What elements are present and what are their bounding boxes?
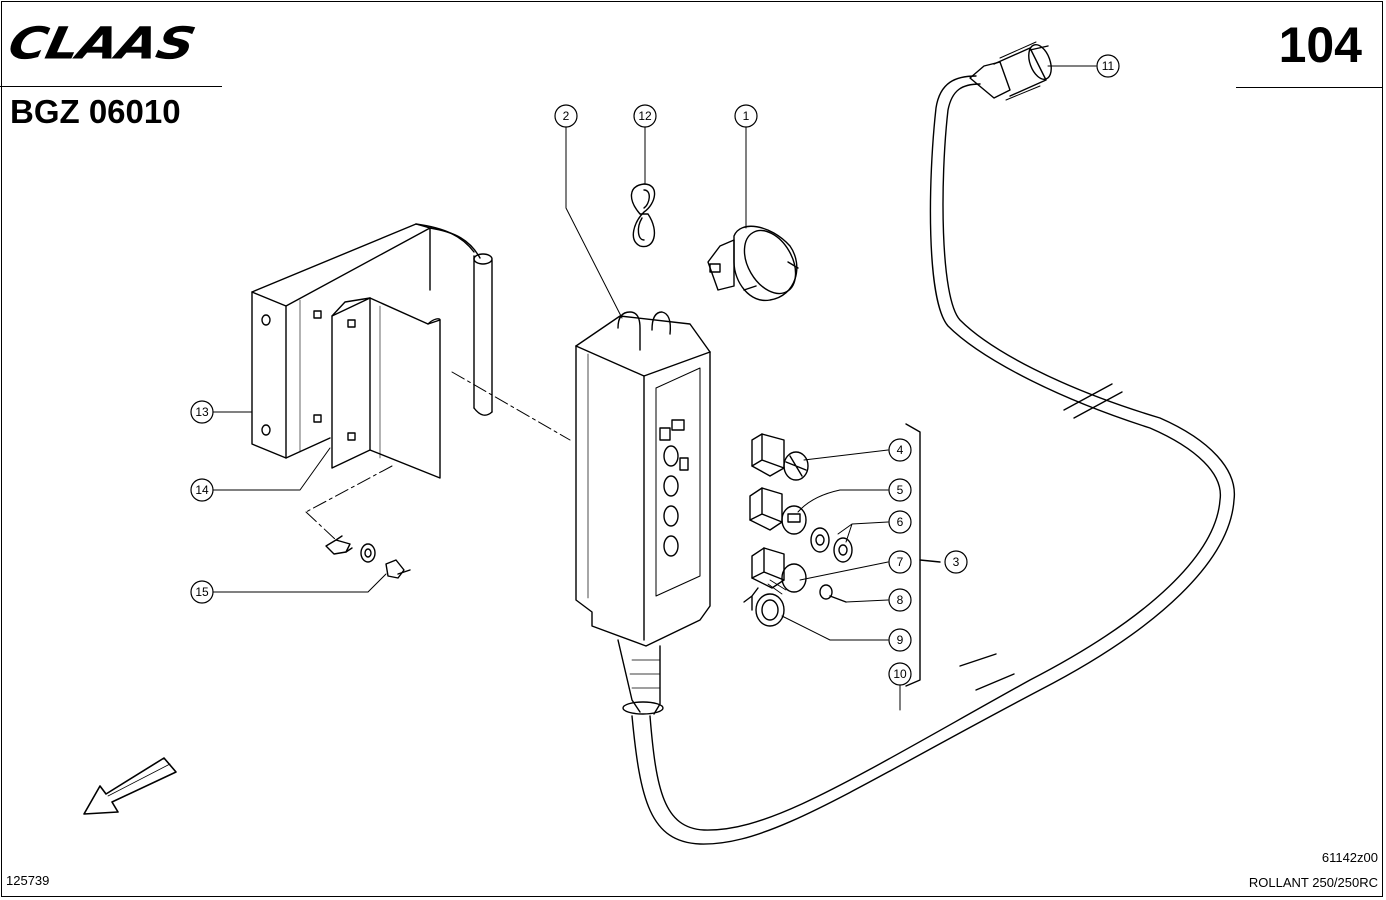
- callout-8: 8: [888, 588, 912, 612]
- callout-15: 15: [190, 580, 214, 604]
- callout-label: 11: [1102, 59, 1115, 73]
- model-name: ROLLANT 250/250RC: [1248, 875, 1378, 890]
- callout-label: 9: [897, 633, 904, 647]
- washers-6: [810, 527, 853, 563]
- callout-label: 13: [195, 405, 209, 419]
- callout-2: 2: [554, 104, 578, 128]
- callout-3: 3: [944, 550, 968, 574]
- pushbutton-7: [751, 547, 807, 595]
- callout-label: 8: [897, 593, 904, 607]
- callout-label: 6: [897, 515, 904, 529]
- screw-8: [819, 584, 847, 603]
- arrow-down-left-icon: [83, 757, 177, 815]
- callout-label: 15: [195, 585, 209, 599]
- key-switch-5: [749, 487, 807, 535]
- sheet-number: 125739: [6, 873, 50, 888]
- callout-5: 5: [888, 478, 912, 502]
- callout-label: 7: [897, 555, 904, 569]
- selector-switch-4: [751, 433, 809, 481]
- callout-label: 1: [743, 109, 750, 123]
- indicator-lamp-9: [743, 587, 785, 627]
- callout-label: 4: [897, 443, 904, 457]
- callout-4: 4: [888, 438, 912, 462]
- rotary-switch-1: [707, 225, 799, 302]
- callout-label: 2: [563, 109, 570, 123]
- callout-6: 6: [888, 510, 912, 534]
- callout-7: 7: [888, 550, 912, 574]
- callout-label: 14: [195, 483, 209, 497]
- retaining-ring-12: [630, 183, 656, 248]
- callout-1: 1: [734, 104, 758, 128]
- callout-10: 10: [888, 662, 912, 686]
- callout-label: 3: [953, 555, 960, 569]
- callout-12: 12: [633, 104, 657, 128]
- callout-11: 11: [1096, 54, 1120, 78]
- callout-label: 10: [893, 667, 907, 681]
- callout-label: 12: [638, 109, 652, 123]
- drawing-number: 61142z00: [1321, 850, 1378, 865]
- control-box-2: [575, 311, 711, 715]
- callout-9: 9: [888, 628, 912, 652]
- leader-lines: [211, 65, 1097, 711]
- header-rule-left: [0, 86, 222, 87]
- fastener-set-15: [325, 535, 411, 579]
- plug-connector-11: [969, 41, 1052, 101]
- callout-13: 13: [190, 400, 214, 424]
- bracket-14: [331, 297, 441, 479]
- callout-label: 5: [897, 483, 904, 497]
- page-number: 104: [1278, 17, 1362, 73]
- bracket-13: [251, 223, 493, 459]
- document-id: BGZ 06010: [10, 93, 181, 130]
- callout-14: 14: [190, 478, 214, 502]
- header-rule-right: [1236, 87, 1382, 88]
- cable-assembly: [631, 75, 1236, 845]
- group-bracket-3: [905, 423, 921, 687]
